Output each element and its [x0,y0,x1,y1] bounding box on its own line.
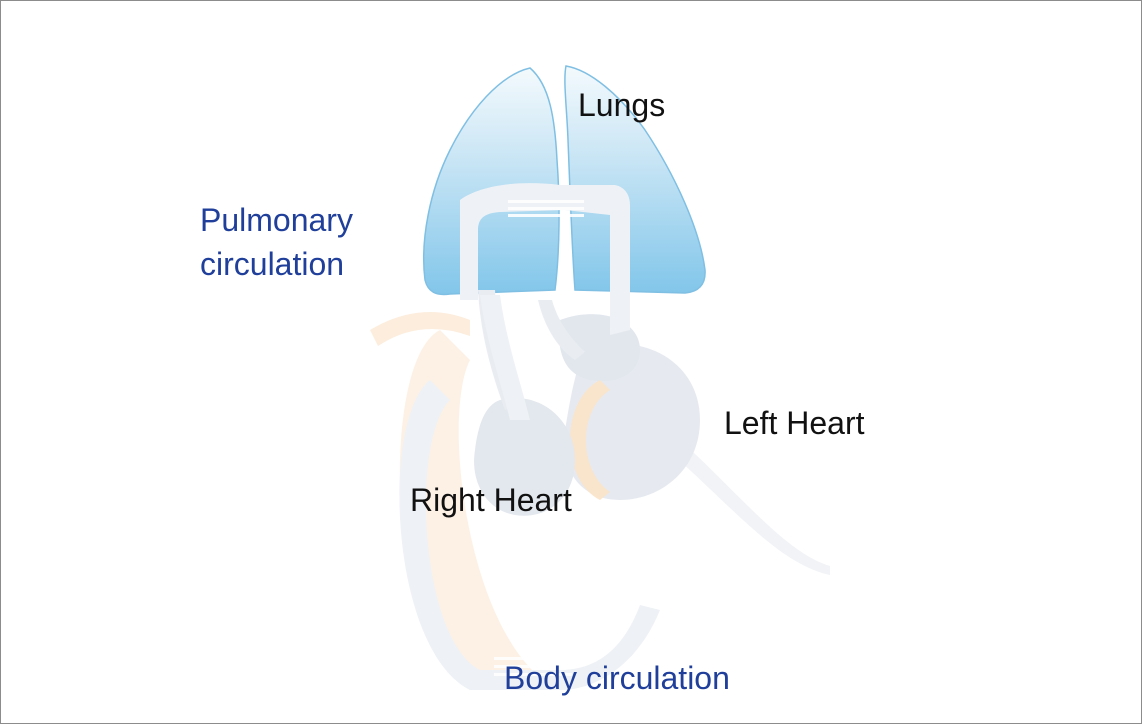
pulmonary-vessel-bands [508,200,584,217]
pulmonary-circulation-label: Pulmonary circulation [200,198,353,286]
right-heart-label: Right Heart [410,481,572,519]
left-heart-label: Left Heart [724,404,865,442]
lungs-label: Lungs [578,86,665,124]
left-lung-shape [424,68,559,294]
pulmonary-label-line2: circulation [200,242,353,286]
faint-artery-arc [370,312,470,346]
body-circulation-label: Body circulation [504,659,730,697]
pulmonary-label-line1: Pulmonary [200,198,353,242]
